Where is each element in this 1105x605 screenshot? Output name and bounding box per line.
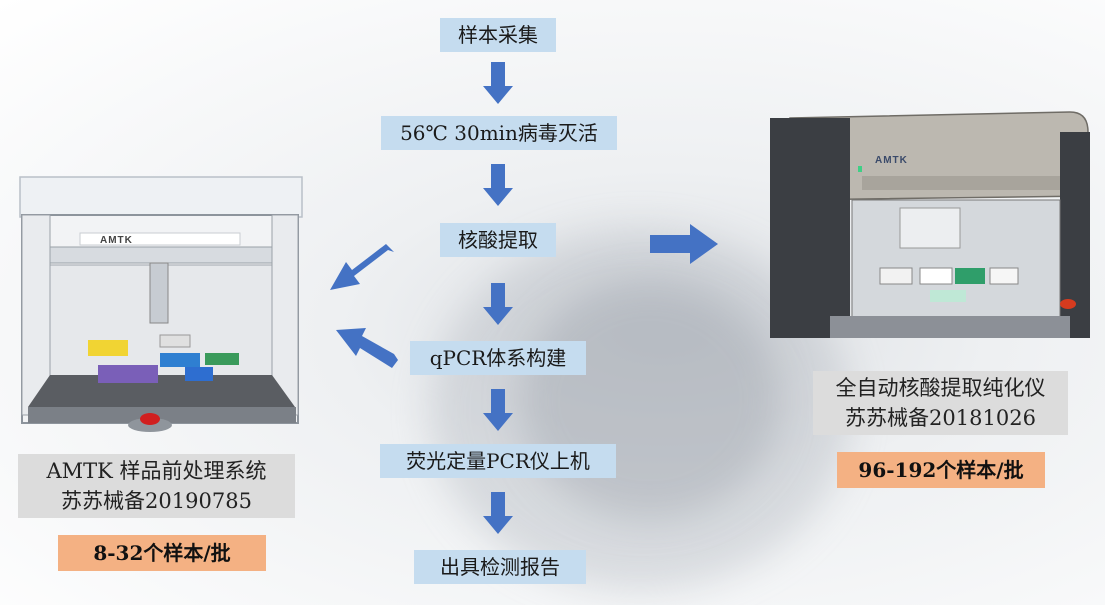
left-device-name: AMTK 样品前处理系统: [46, 459, 267, 483]
right-device-name: 全自动核酸提取纯化仪: [835, 376, 1046, 400]
left-arrow-icon: [330, 244, 394, 290]
left-device-brand: AMTK: [100, 235, 133, 246]
right-arrow-icon: [650, 224, 718, 264]
right-device-label: 全自动核酸提取纯化仪 苏苏械备20181026: [813, 371, 1068, 435]
down-arrow-icon: [483, 389, 513, 431]
step-qpcr-system-construction: qPCR体系构建: [410, 341, 586, 375]
step-fluorescence-qpcr: 荧光定量PCR仪上机: [380, 444, 616, 478]
sample-preprocessing-system-image: AMTK: [10, 175, 310, 435]
right-device-brand: AMTK: [875, 155, 908, 166]
down-arrow-icon: [483, 492, 513, 534]
left-arrow-icon: [336, 328, 398, 368]
right-device-capacity: 96-192个样本/批: [837, 452, 1045, 488]
step-report-issuance: 出具检测报告: [414, 550, 586, 584]
right-device-registration: 苏苏械备20181026: [845, 406, 1036, 430]
step-nucleic-acid-extraction: 核酸提取: [440, 223, 556, 257]
down-arrow-icon: [483, 164, 513, 206]
left-device-capacity: 8-32个样本/批: [58, 535, 266, 571]
left-device-registration: 苏苏械备20190785: [61, 489, 252, 513]
step-virus-inactivation: 56℃ 30min病毒灭活: [381, 116, 617, 150]
down-arrow-icon: [483, 283, 513, 325]
nucleic-acid-extractor-image: AMTK: [770, 108, 1095, 356]
step-sample-collection: 样本采集: [440, 18, 556, 52]
left-device-label: AMTK 样品前处理系统 苏苏械备20190785: [18, 454, 295, 518]
down-arrow-icon: [483, 62, 513, 104]
background-shape: [520, 280, 780, 520]
